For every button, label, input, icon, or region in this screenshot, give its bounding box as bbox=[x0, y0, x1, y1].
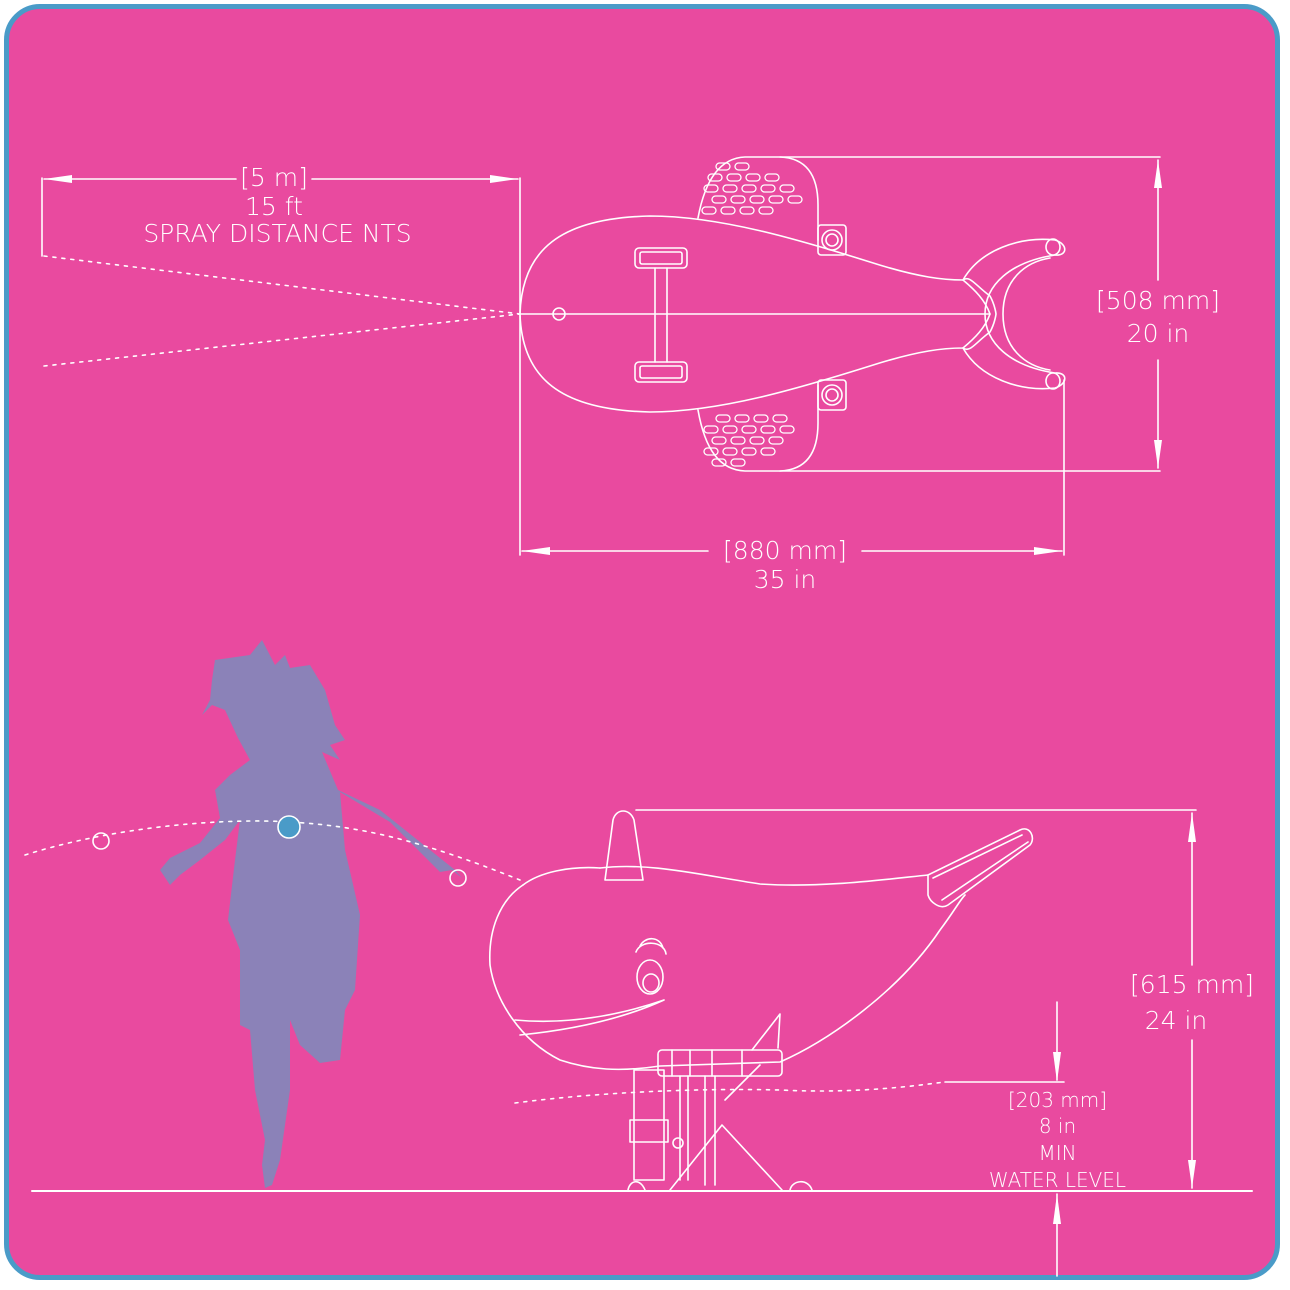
width-imperial: 20 in bbox=[1126, 319, 1190, 348]
water-drop-highlight bbox=[277, 815, 301, 839]
fin-grip-pattern bbox=[701, 162, 803, 467]
height-metric: [615 mm] bbox=[1130, 970, 1254, 999]
whale-tail-top bbox=[962, 238, 1066, 390]
spray-distance-imperial: 15 ft bbox=[245, 192, 303, 221]
width-metric: [508 mm] bbox=[1096, 286, 1220, 315]
whale-side bbox=[489, 810, 1034, 1191]
spray-distance-note: SPRAY DISTANCE NTS bbox=[143, 219, 412, 248]
length-metric: [880 mm] bbox=[723, 536, 847, 565]
water-level-imperial: 8 in bbox=[1038, 1114, 1077, 1138]
spray-cone bbox=[43, 255, 521, 367]
length-imperial: 35 in bbox=[753, 565, 817, 594]
mount-bolts bbox=[817, 224, 847, 411]
height-dimension-line bbox=[635, 809, 1197, 1189]
child-silhouette bbox=[160, 640, 462, 1188]
width-dimension-line bbox=[779, 156, 1162, 472]
water-level-dimension-line bbox=[944, 1001, 1065, 1277]
length-dimension-line bbox=[519, 315, 1065, 556]
water-level-qualifier: MIN bbox=[1038, 1141, 1077, 1165]
whale-top-fin bbox=[697, 156, 819, 241]
height-imperial: 24 in bbox=[1144, 1006, 1208, 1035]
spray-distance-metric: [5 m] bbox=[240, 163, 308, 192]
spray-nozzle bbox=[552, 307, 566, 321]
water-arc bbox=[24, 815, 521, 887]
water-surface bbox=[514, 1081, 946, 1104]
whale-bottom-fin bbox=[697, 384, 819, 472]
side-view bbox=[24, 640, 1253, 1277]
spray-dimension-line bbox=[41, 175, 521, 316]
water-level-label: WATER LEVEL bbox=[988, 1168, 1127, 1192]
handlebar bbox=[634, 247, 688, 383]
top-view bbox=[41, 156, 1162, 556]
water-level-metric: [203 mm] bbox=[1007, 1088, 1108, 1112]
